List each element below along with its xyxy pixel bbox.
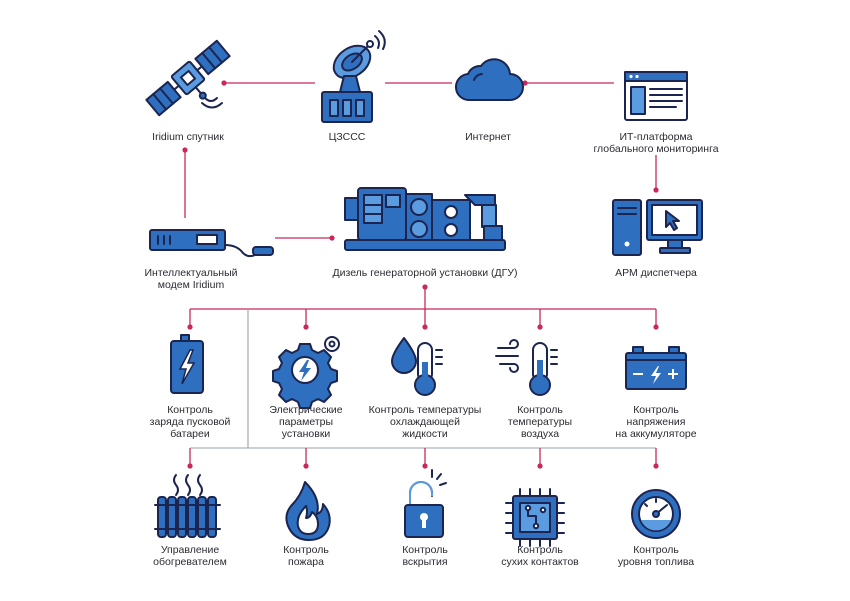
drop-thermometer-icon [391,337,443,396]
voltage-label-line1: Контроль [633,404,679,416]
air-temp-label-line1: Контроль [517,404,563,416]
modem-icon [149,229,274,258]
station-label: ЦЗССС [329,131,366,143]
fire-icon [285,481,331,541]
coolant-label-line3: жидкости [402,428,448,440]
voltage-label-line2: напряжения [627,416,686,428]
modem-label-line2: модем Iridium [158,279,225,291]
electrical-label-line2: параметры [279,416,333,428]
satellite-icon [145,39,231,117]
intrusion-label-line2: вскрытия [402,556,447,568]
labels: Iridium спутник ЦЗССС Интернет ИТ-платфо… [144,131,718,568]
voltage-label-line3: на аккумуляторе [615,428,696,440]
ground-station-icon [321,30,386,123]
air-temp-label-line2: температуры [508,416,572,428]
modem-label-line1: Интеллектуальный [144,267,237,279]
battery-label-line3: батареи [170,428,210,440]
signal-waves-icon [201,97,223,109]
dry-contacts-label-line1: Контроль [517,544,563,556]
radiator-icon [154,474,221,538]
dry-contacts-label-line2: сухих контактов [501,556,579,568]
wind-thermometer-icon [495,339,558,396]
chip-icon [505,488,565,547]
workstation-label: АРМ диспетчера [615,267,697,279]
platform-window-icon [624,71,688,121]
fuel-gauge-icon [631,489,681,539]
fuel-label-line2: уровня топлива [618,556,694,568]
platform-label-line1: ИТ-платформа [619,131,692,143]
coolant-label-line2: охлаждающей [390,416,460,428]
workstation-icon [612,199,703,256]
intrusion-label-line1: Контроль [402,544,448,556]
air-temp-label-line3: воздуха [521,428,559,440]
coolant-label-line1: Контроль температуры [369,404,482,416]
platform-label-line2: глобального мониторинга [593,143,718,155]
generator-label: Дизель генераторной установки (ДГУ) [333,267,518,279]
cloud-icon [455,58,524,102]
generator-icon [344,187,506,251]
heater-label-line1: Управление [161,544,220,556]
electrical-label-line1: Электрические [269,404,342,416]
battery-label-line1: Контроль [167,404,213,416]
car-battery-icon [625,346,687,390]
heater-label-line2: обогревателем [153,556,227,568]
internet-label: Интернет [465,131,511,143]
connectors [182,80,659,469]
electrical-label-line3: установки [282,428,331,440]
padlock-icon [404,469,447,538]
fuel-label-line1: Контроль [633,544,679,556]
satellite-label: Iridium спутник [152,131,224,143]
fire-label-line1: Контроль [283,544,329,556]
fire-label-line2: пожара [288,556,324,568]
battery-label-line2: заряда пусковой [150,416,231,428]
gear-bolt-icon [272,336,340,409]
battery-icon [170,334,204,394]
